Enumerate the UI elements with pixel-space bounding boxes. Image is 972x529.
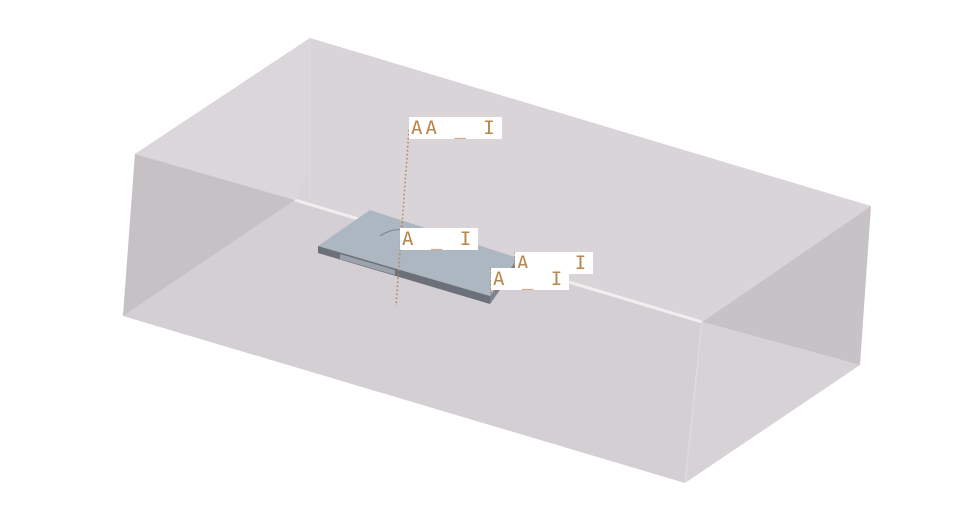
axis-label-a-i-1[interactable]: A _ I: [400, 228, 479, 250]
box-left-inner-face: [123, 154, 295, 316]
box-back-face: [135, 38, 310, 200]
axis-label-a-i-3[interactable]: A _ I: [491, 268, 570, 290]
box-right-inner-face: [702, 206, 871, 365]
box-front-right-face: [685, 322, 860, 483]
axis-label-aa-i[interactable]: AA _ I: [409, 117, 502, 139]
box-bottom-face: [123, 200, 702, 483]
